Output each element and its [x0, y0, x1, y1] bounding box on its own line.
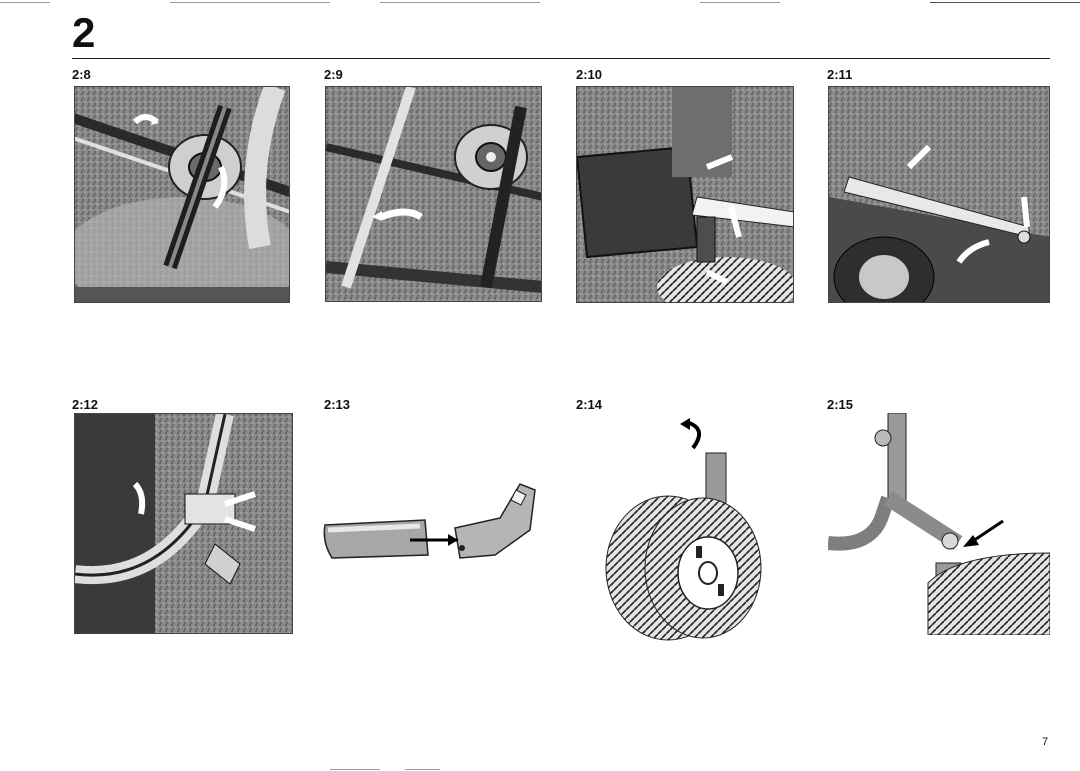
figure-label: 2:9	[324, 67, 343, 82]
figure-photo	[74, 413, 293, 634]
figure-photo	[325, 86, 542, 302]
figure-drawing	[320, 470, 545, 570]
figure-photo	[74, 86, 290, 303]
chapter-rule	[72, 58, 1050, 59]
figure-label: 2:12	[72, 397, 99, 412]
figure-photo	[828, 86, 1050, 303]
figure-label: 2:8	[72, 67, 91, 82]
header-rule	[0, 2, 50, 3]
footer-rule	[330, 769, 380, 770]
figure-drawing	[828, 413, 1050, 635]
figure-label: 2:14	[576, 397, 603, 412]
header-rule	[380, 2, 540, 3]
figure-label: 2:11	[827, 67, 853, 82]
figure-photo	[576, 86, 794, 303]
figure-label: 2:10	[576, 67, 603, 82]
figure-label: 2:15	[827, 397, 854, 412]
figure-drawing	[598, 418, 763, 643]
header-rule	[930, 2, 1080, 3]
footer-rule	[405, 769, 440, 770]
header-rule	[170, 2, 330, 3]
page-number: 7	[1042, 736, 1049, 748]
header-rule	[700, 2, 780, 3]
figure-label: 2:13	[324, 397, 351, 412]
chapter-number: 2	[72, 9, 97, 56]
